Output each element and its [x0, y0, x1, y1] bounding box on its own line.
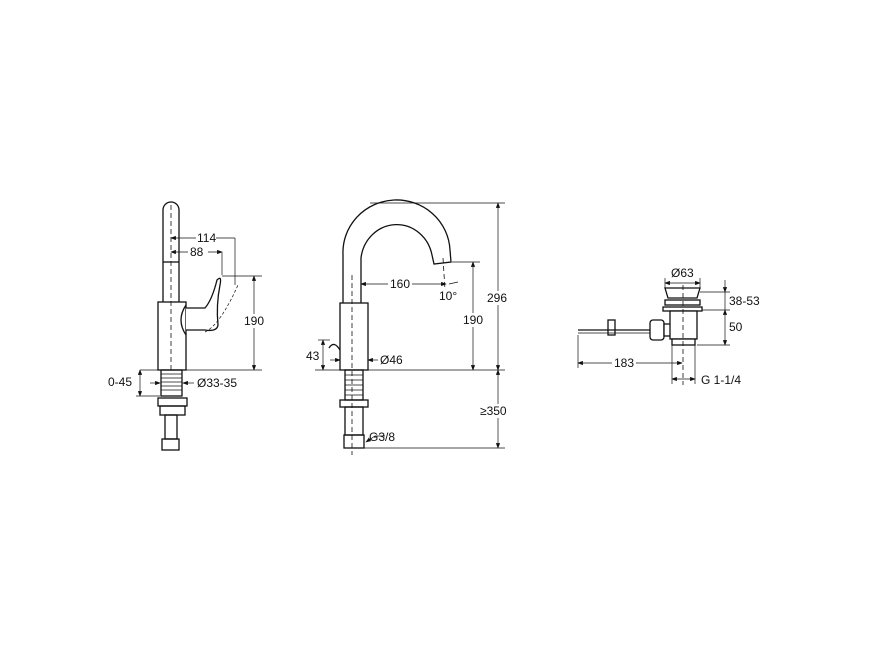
drain-body [669, 310, 698, 340]
faucet-side-view: 114 88 190 0-45 Ø33-35 [108, 201, 266, 451]
dim-43: 43 [306, 349, 320, 363]
dim-g38: G3/8 [369, 430, 395, 444]
dim-d33-35: Ø33-35 [197, 376, 237, 390]
dim-350: ≥350 [480, 404, 507, 418]
dim-296: 296 [487, 291, 507, 305]
dim-160: 160 [390, 277, 410, 291]
spout-arc [342, 199, 452, 303]
dim-d63: Ø63 [671, 266, 694, 280]
dim-d46: Ø46 [380, 353, 403, 367]
drain-view: Ø63 38-53 50 183 G 1-1/4 [577, 266, 760, 387]
dim-190-front: 190 [463, 313, 483, 327]
handle [186, 277, 222, 332]
popup-lever [328, 343, 341, 351]
nut [339, 399, 369, 408]
dim-114: 114 [197, 231, 216, 245]
rod-clamp [607, 319, 616, 336]
pop-up-cap [664, 287, 701, 299]
dim-0-45: 0-45 [108, 375, 132, 389]
dim-183: 183 [614, 356, 634, 370]
faucet-front-view: 160 10° 190 296 ≥350 43 Ø46 G3/8 [306, 199, 514, 455]
dim-38-53: 38-53 [729, 294, 760, 308]
supply-hose [344, 406, 364, 436]
supply-hose [164, 414, 178, 440]
dim-88: 88 [190, 245, 204, 259]
dim-190-side: 190 [244, 314, 264, 328]
thread [160, 369, 183, 397]
body [339, 302, 369, 371]
spout-tube [162, 201, 180, 302]
dim-50: 50 [729, 320, 743, 334]
dim-g1-1-4: G 1-1/4 [701, 373, 741, 387]
dim-10deg: 10° [439, 289, 457, 303]
hex-nut [649, 319, 665, 341]
nut [157, 397, 188, 407]
